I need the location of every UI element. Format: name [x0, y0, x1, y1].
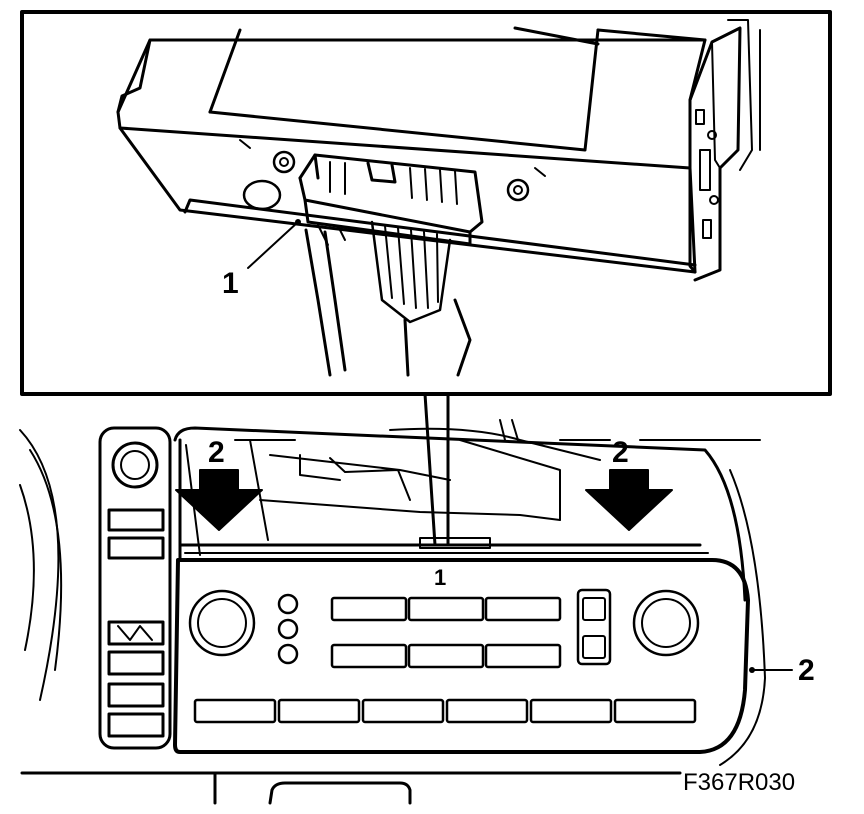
release-arrow-left — [175, 469, 263, 531]
dashboard — [19, 419, 793, 805]
figure-id: F367R030 — [683, 769, 795, 796]
callout-2-right-clip: 2 — [612, 436, 629, 469]
callout-1-connector: 1 — [222, 267, 239, 300]
release-arrow-right — [585, 469, 673, 531]
detail-inset — [20, 10, 832, 396]
air-vent-arcs — [19, 429, 60, 701]
radio-faceplate — [173, 558, 750, 754]
callout-2-left-clip: 2 — [208, 436, 225, 469]
radio-unit — [116, 19, 761, 282]
callout-1-slot: 1 — [434, 565, 446, 590]
inset-leader-left — [423, 392, 437, 547]
callout-1-leader — [247, 221, 299, 269]
left-switch-panel — [98, 426, 172, 750]
volume-knob — [188, 589, 256, 657]
faceplate-controls — [188, 588, 700, 724]
callout-2-housing: 2 — [798, 654, 815, 687]
tuning-knob — [632, 589, 700, 657]
wiring-connector — [298, 153, 484, 377]
